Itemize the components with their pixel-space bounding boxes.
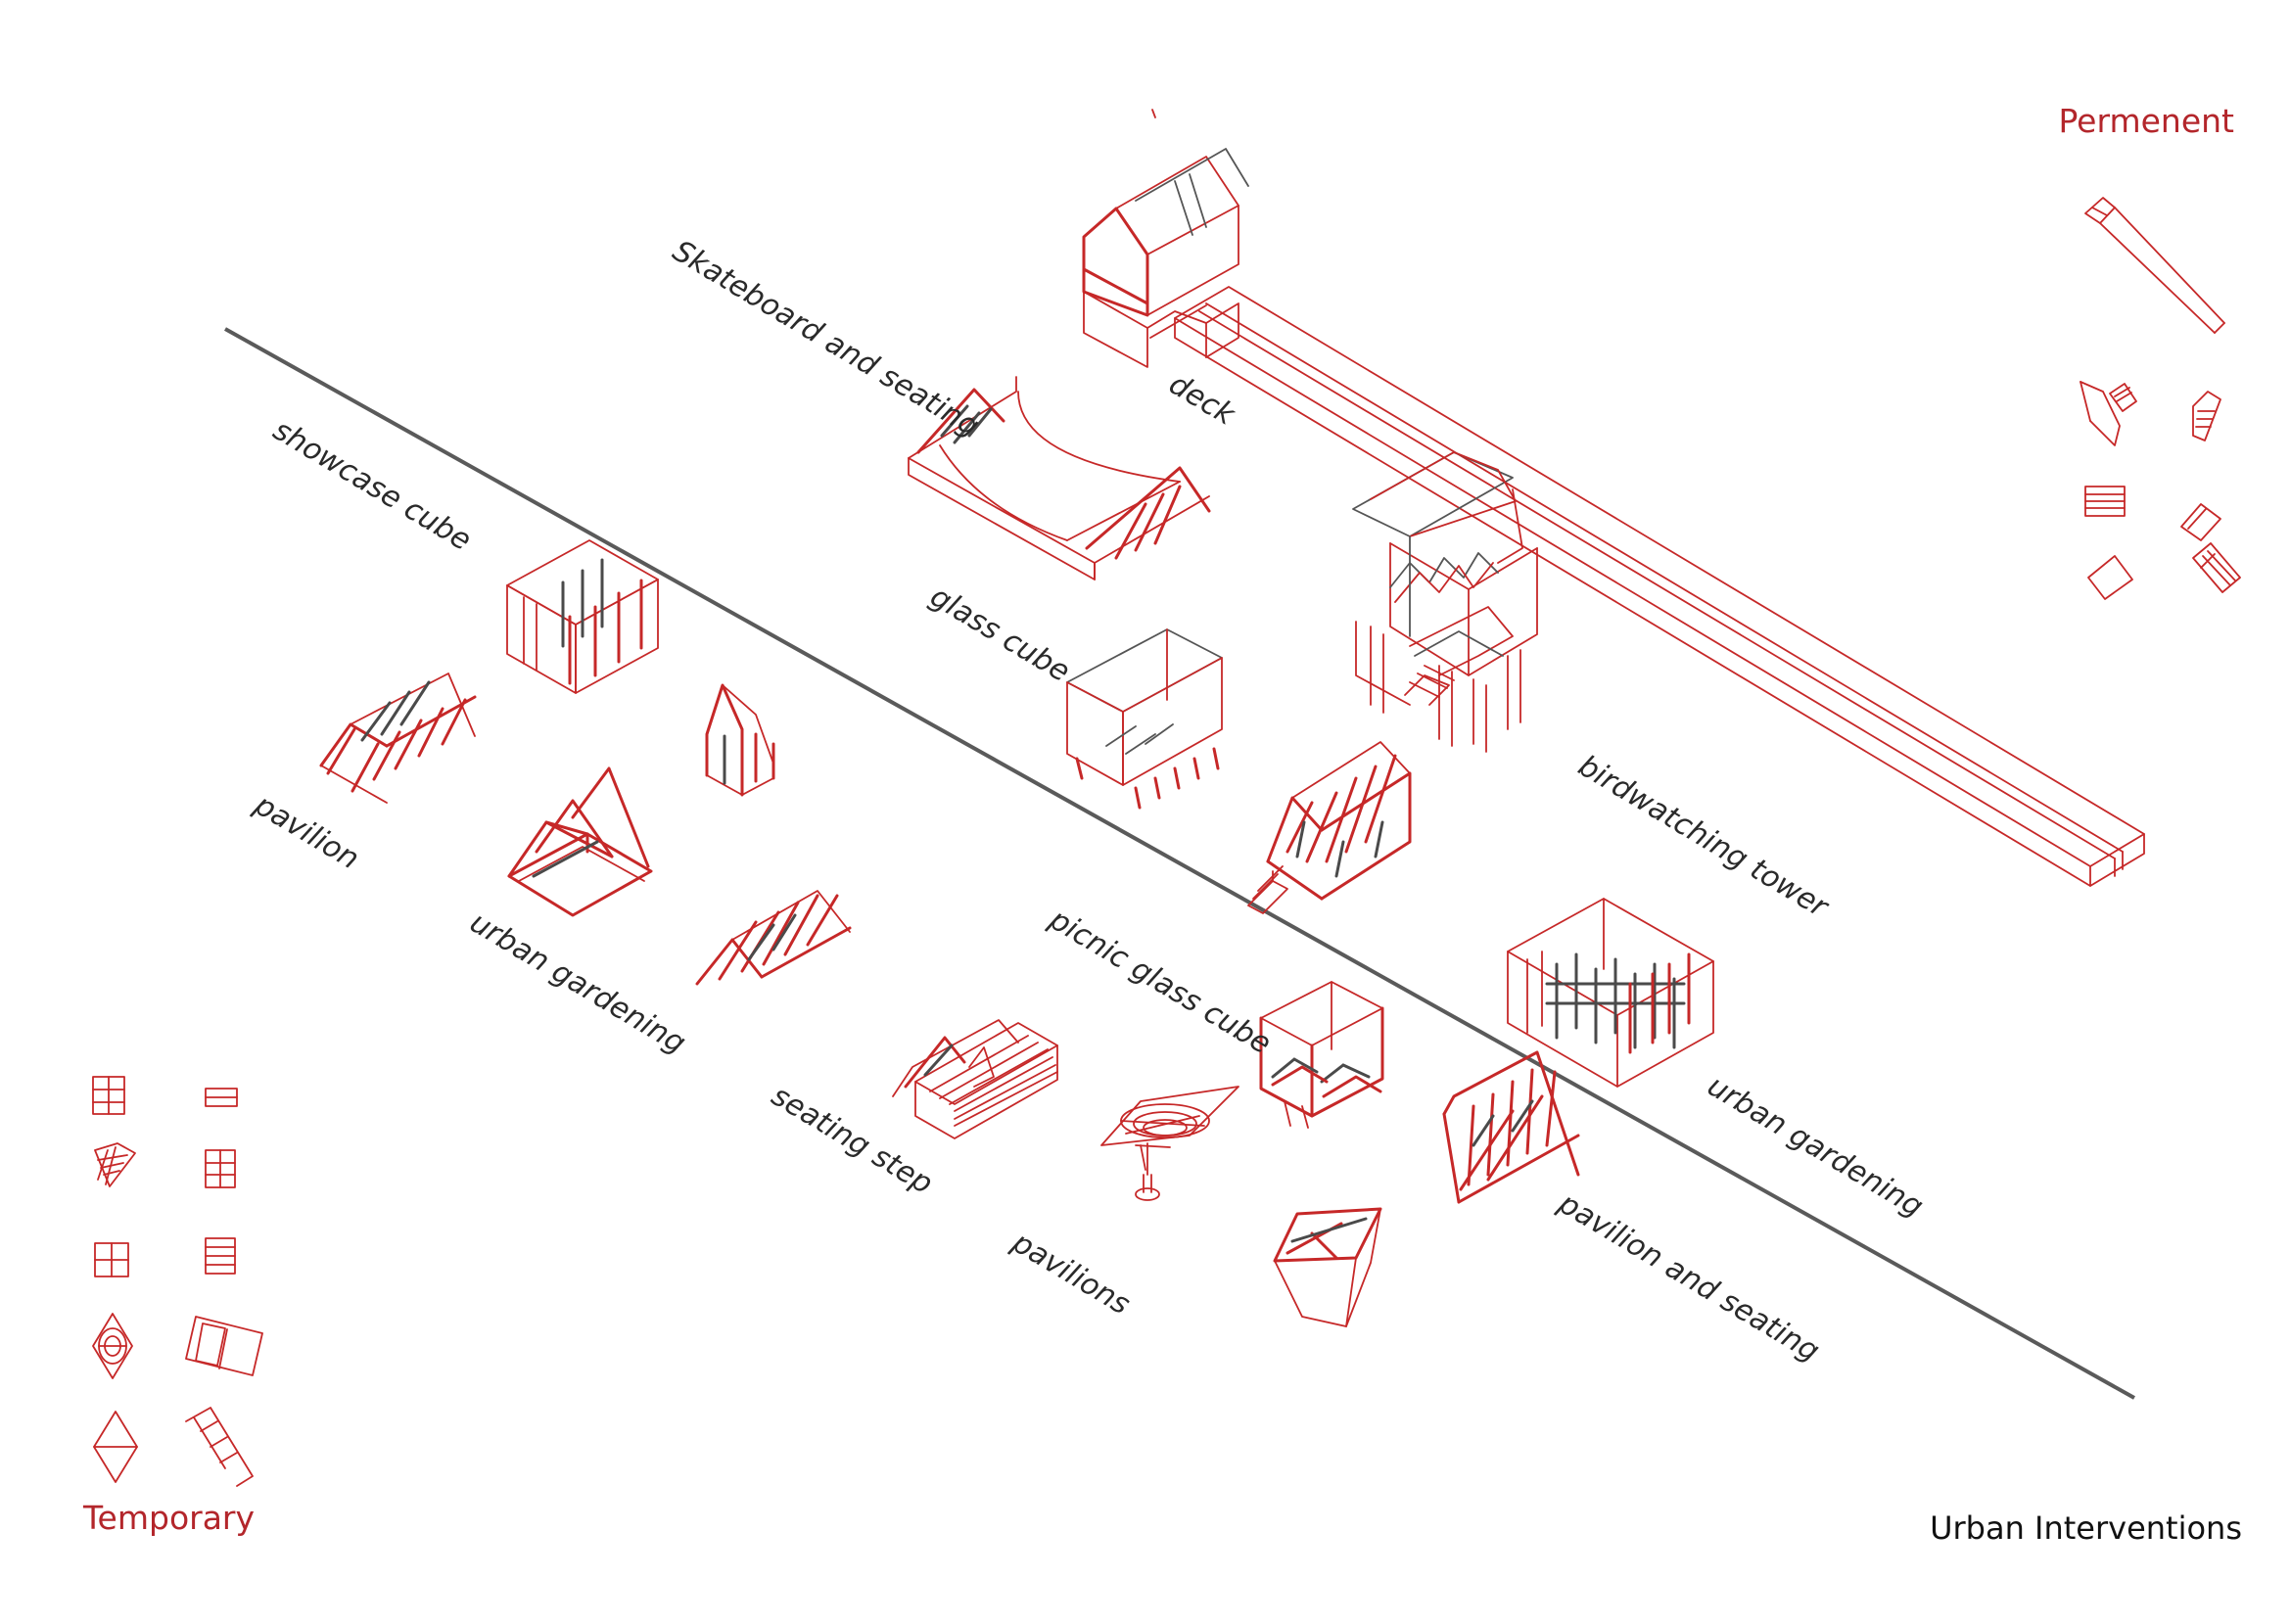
label-seating-step: seating step bbox=[766, 1079, 939, 1201]
legend-icon-tower bbox=[2192, 391, 2221, 441]
label-pavilions: pavilions bbox=[1005, 1225, 1136, 1322]
gable-house-structure bbox=[1082, 109, 1249, 368]
legend-icon-diamond bbox=[93, 1411, 138, 1483]
picnic-glass-cube-structure bbox=[1259, 981, 1384, 1129]
legend-icon-garden-grid bbox=[92, 1076, 125, 1115]
label-pavilion: pavilion bbox=[248, 787, 365, 876]
legend-icon-glass-cube bbox=[2180, 503, 2221, 541]
legend-icon-steps bbox=[205, 1237, 236, 1275]
label-glass-cube: glass cube bbox=[924, 580, 1076, 689]
showcase-cube-structure bbox=[506, 539, 659, 694]
label-urban-gardening-left: urban gardening bbox=[464, 905, 691, 1061]
legend-icon-picnic-cube bbox=[2087, 555, 2133, 600]
birdwatching-tower-structure bbox=[1352, 451, 1538, 753]
site-divider-line bbox=[224, 327, 2135, 1400]
pavilion-left-structure bbox=[319, 673, 477, 804]
stair-pavilion-structure bbox=[1247, 741, 1412, 914]
legend-icon-skate-ramp bbox=[2080, 381, 2137, 446]
legend-permanent-title: Permenent bbox=[2058, 102, 2234, 140]
legend-icon-bench bbox=[205, 1088, 238, 1107]
deck-structure bbox=[1174, 286, 2145, 887]
legend-icon-picnic-frame bbox=[185, 1316, 263, 1376]
page-title: Urban Interventions bbox=[1930, 1509, 2242, 1547]
label-deck: deck bbox=[1163, 367, 1242, 434]
legend-icon-grid-frame bbox=[2192, 542, 2241, 593]
seating-step-structure bbox=[892, 1019, 1058, 1139]
legend-icon-umbrella bbox=[92, 1313, 133, 1379]
label-picnic-glass-cube: picnic glass cube bbox=[1043, 902, 1277, 1061]
legend-icon-pavilion-frame bbox=[94, 1142, 136, 1187]
label-showcase-cube: showcase cube bbox=[267, 413, 477, 558]
umbrella-pavilion-structure bbox=[1100, 1086, 1239, 1201]
label-urban-gardening-right: urban gardening bbox=[1702, 1069, 1929, 1225]
label-skateboard: Skateboard and seating bbox=[667, 234, 985, 444]
a-frame-pavilion-structure bbox=[695, 890, 852, 986]
legend-icon-seat-grid bbox=[205, 1149, 236, 1188]
legend-icon-showcase bbox=[2084, 486, 2126, 517]
glass-cube-structure bbox=[1066, 628, 1223, 810]
label-pavilion-and-seating: pavilion and seating bbox=[1552, 1185, 1825, 1369]
legend-temporary-title: Temporary bbox=[82, 1499, 255, 1537]
urban-gardening-right-structure bbox=[1507, 898, 1714, 1088]
permanent-legend-icons bbox=[2080, 197, 2241, 600]
legend-icon-ladder bbox=[185, 1407, 254, 1487]
temporary-legend-icons bbox=[92, 1076, 263, 1487]
skateboard-ramp-structure bbox=[908, 376, 1211, 580]
small-gable-structure bbox=[705, 683, 775, 797]
label-birdwatching-tower: birdwatching tower bbox=[1572, 749, 1835, 925]
pavilion-seating-structure bbox=[1442, 1050, 1580, 1204]
legend-icon-table bbox=[94, 1242, 129, 1277]
funnel-pavilion-structure bbox=[1273, 1207, 1382, 1327]
legend-icon-deck bbox=[2084, 197, 2225, 334]
urban-gardening-left-structure bbox=[507, 766, 653, 917]
